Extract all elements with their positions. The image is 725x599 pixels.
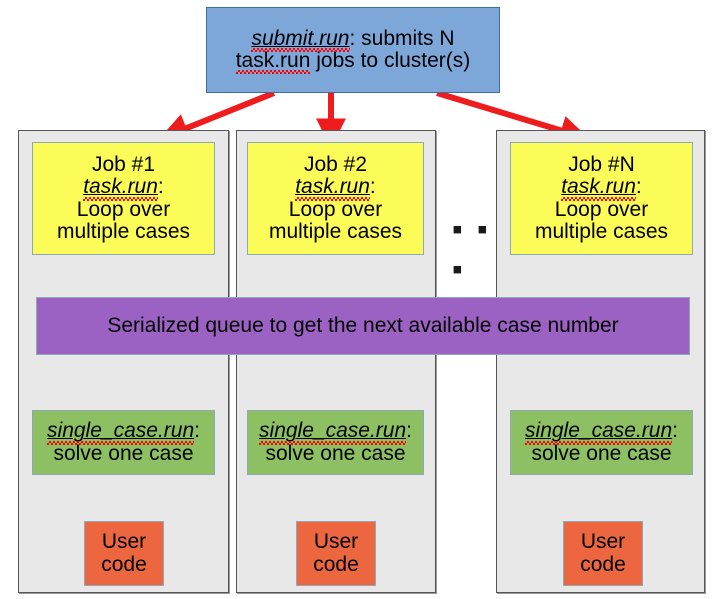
job-box-n: Job #N task.run: Loop over multiple case… (510, 142, 693, 255)
user-code-box-n: User code (563, 521, 643, 586)
user-code-box-2: User code (296, 521, 376, 586)
job-box-1-code-line: task.run: (83, 175, 164, 201)
job-box-n-desc-1: Loop over (554, 197, 649, 221)
user-code-box-1-line-2: code (101, 552, 147, 576)
job-box-n-code-line: task.run: (561, 175, 642, 201)
single-case-box-2-code-suffix: : (406, 419, 412, 443)
user-code-box-n-line-2: code (580, 552, 626, 576)
submit-run-box: submit.run: submits N task.run jobs to c… (206, 7, 500, 93)
job-box-2-code-suffix: : (369, 175, 376, 199)
single-case-box-1: single_case.run: solve one case (32, 410, 215, 475)
single-case-box-1-code-line: single_case.run: (47, 419, 200, 445)
job-box-1-code-suffix: : (157, 175, 164, 199)
job-box-n-title: Job #N (568, 153, 635, 176)
single-case-box-2: single_case.run: solve one case (247, 410, 424, 475)
single-case-box-1-code-suffix: : (194, 419, 200, 443)
submit-run-code: submit.run (251, 26, 350, 53)
submit-run-line-2-rest: jobs to cluster(s) (310, 49, 471, 72)
single-case-box-2-code-line: single_case.run: (259, 419, 412, 445)
task-run-code: task.run (235, 49, 311, 75)
single-case-box-n-code-suffix: : (672, 419, 678, 443)
single-case-box-2-desc: solve one case (265, 441, 406, 465)
job-box-2: Job #2 task.run: Loop over multiple case… (247, 142, 424, 255)
single-case-box-n-code-line: single_case.run: (525, 419, 678, 445)
single-case-box-1-code: single_case.run (47, 419, 195, 445)
job-box-2-desc-1: Loop over (288, 197, 383, 221)
user-code-box-n-line-1: User (580, 530, 626, 554)
user-code-box-1-line-1: User (101, 530, 147, 554)
user-code-box-2-line-1: User (313, 530, 359, 554)
submit-run-line-2: task.run jobs to cluster(s) (235, 49, 471, 75)
job-box-2-title: Job #2 (303, 153, 368, 176)
serialized-queue-label: Serialized queue to get the next availab… (107, 313, 619, 337)
job-box-1-title: Job #1 (91, 153, 156, 176)
job-box-2-code-line: task.run: (295, 175, 376, 201)
user-code-box-1: User code (84, 521, 164, 586)
single-case-box-n-code: single_case.run (525, 419, 673, 445)
job-box-n-code: task.run (561, 175, 636, 201)
job-box-2-desc-2: multiple cases (268, 219, 403, 243)
single-case-box-n: single_case.run: solve one case (510, 410, 693, 475)
ellipsis-between-columns: ▪ ▪ ▪ (452, 213, 491, 286)
job-box-1-code: task.run (83, 175, 158, 201)
submit-run-line-1: submit.run: submits N (251, 26, 455, 53)
serialized-queue-box: Serialized queue to get the next availab… (36, 297, 690, 355)
single-case-box-1-desc: solve one case (53, 441, 194, 465)
job-box-n-desc-2: multiple cases (534, 219, 669, 243)
submit-run-line-1-rest: : submits N (349, 26, 455, 50)
single-case-box-2-code: single_case.run (259, 419, 407, 445)
single-case-box-n-desc: solve one case (531, 441, 672, 465)
arrow-dispatch-jobn (436, 90, 590, 145)
job-box-1-desc-2: multiple cases (56, 219, 191, 243)
job-box-1-desc-1: Loop over (76, 197, 171, 221)
job-box-1: Job #1 task.run: Loop over multiple case… (32, 142, 215, 255)
job-box-2-code: task.run (295, 175, 370, 201)
job-box-n-code-suffix: : (635, 175, 642, 199)
arrow-dispatch-job1 (158, 90, 276, 143)
user-code-box-2-line-2: code (313, 552, 359, 576)
